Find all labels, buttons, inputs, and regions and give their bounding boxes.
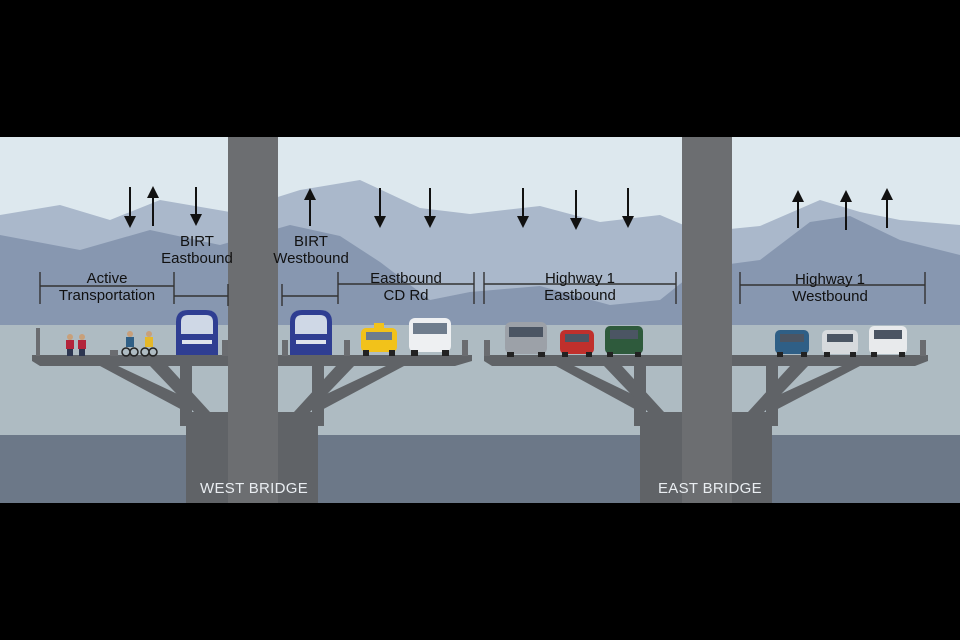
arrow-down-icon — [424, 188, 436, 228]
vehicles — [361, 318, 907, 357]
label-east-bridge: EAST BRIDGE — [658, 480, 762, 497]
cyclists — [121, 331, 158, 357]
arrow-down-icon — [570, 190, 582, 230]
grey-van-icon — [505, 322, 547, 357]
pedestrian-icon — [66, 334, 74, 356]
label-line: CD Rd — [383, 287, 429, 304]
label-line: Transportation — [58, 287, 156, 304]
arrow-down-icon — [374, 188, 386, 228]
label-line: Highway 1 — [544, 270, 616, 287]
white-pickup-icon — [869, 326, 907, 357]
arrow-up-icon — [304, 188, 316, 226]
arrow-down-icon — [622, 188, 634, 228]
bottom-letterbox — [0, 503, 960, 640]
west-tower — [228, 137, 278, 503]
label-line: BIRT — [294, 233, 328, 250]
pedestrian-icon — [78, 334, 86, 356]
white-van-icon — [409, 318, 451, 356]
label-line: Eastbound — [370, 270, 442, 287]
label-line: BIRT — [180, 233, 214, 250]
label-highway1-eastbound: Highway 1 Eastbound — [530, 270, 630, 304]
label-line: Westbound — [792, 288, 868, 305]
red-car-icon — [560, 330, 594, 357]
barrier — [110, 350, 118, 356]
barrier — [920, 340, 926, 356]
label-line: Highway 1 — [794, 271, 866, 288]
barrier — [344, 340, 350, 356]
label-line: Westbound — [273, 250, 349, 267]
arrow-up-icon — [881, 188, 893, 228]
water — [0, 435, 960, 503]
top-letterbox — [0, 0, 960, 137]
label-line: Active — [86, 270, 128, 287]
barrier — [282, 340, 288, 356]
arrow-down-icon — [190, 187, 202, 226]
label-eastbound-cd-road: Eastbound CD Rd — [356, 270, 456, 304]
blue-car-icon — [775, 330, 809, 357]
silver-car-icon — [822, 330, 858, 357]
green-car-icon — [605, 326, 643, 357]
east-tower — [682, 137, 732, 503]
skytrain-eastbound — [176, 310, 218, 355]
label-active-transportation: Active Transportation — [52, 270, 162, 304]
railing — [36, 328, 40, 356]
lane-arrows — [124, 186, 893, 230]
label-west-bridge: WEST BRIDGE — [200, 480, 309, 497]
barrier — [484, 340, 490, 356]
label-highway1-westbound: Highway 1 Westbound — [780, 271, 880, 305]
arrow-up-icon — [792, 190, 804, 228]
taxi-car-icon — [361, 323, 397, 356]
barrier — [222, 340, 228, 356]
label-birt-westbound: BIRT Westbound — [266, 233, 356, 267]
arrow-up-icon — [147, 186, 159, 226]
label-line: Eastbound — [544, 287, 616, 304]
arrow-up-icon — [840, 190, 852, 230]
cyclist-icon — [140, 331, 158, 357]
arrow-down-icon — [124, 187, 136, 228]
pedestrians — [66, 334, 86, 356]
arrow-down-icon — [517, 188, 529, 228]
barrier — [462, 340, 468, 356]
label-birt-eastbound: BIRT Eastbound — [152, 233, 242, 267]
skytrain-westbound — [290, 310, 332, 355]
dimension-lines — [39, 272, 926, 306]
label-line: Eastbound — [161, 250, 233, 267]
cyclist-icon — [121, 331, 139, 357]
